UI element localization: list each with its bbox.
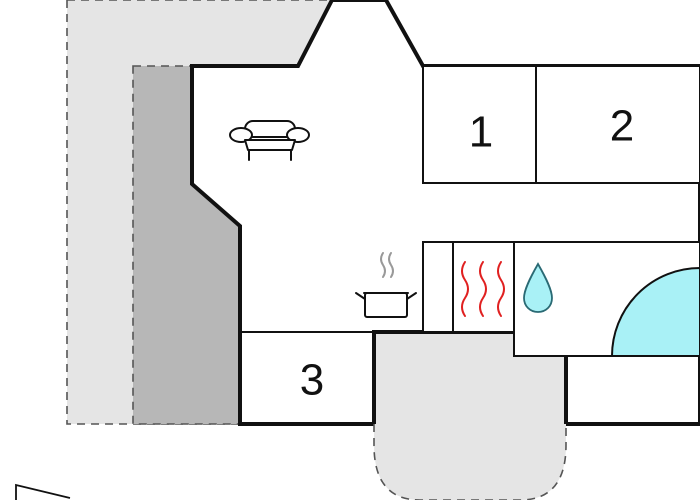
room-label-1: 1	[469, 108, 493, 157]
bedroom-2	[535, 65, 700, 184]
heat-waves-icon	[461, 261, 505, 317]
sofa-icon	[229, 120, 310, 161]
room-label-3: 3	[300, 356, 324, 405]
room-label-2: 2	[610, 102, 634, 151]
bedroom-1	[422, 65, 537, 184]
entrance-porch	[374, 332, 566, 500]
entrance-porch-edge	[373, 424, 567, 500]
kitchen-counter	[422, 241, 454, 333]
pool-icon	[610, 266, 700, 357]
cooking-pot-icon	[355, 252, 417, 318]
entrance-marker	[15, 483, 71, 500]
water-drop-icon	[523, 262, 553, 313]
